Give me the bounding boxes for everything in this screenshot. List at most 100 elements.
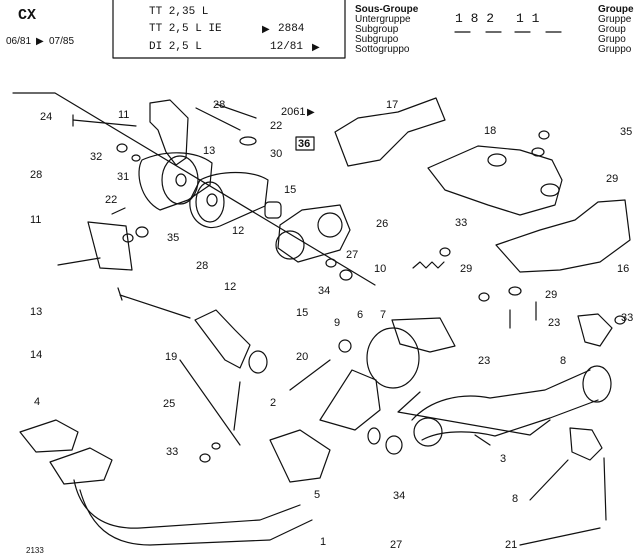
callout-31: 31 xyxy=(117,171,129,183)
callout-20: 20 xyxy=(296,351,308,363)
bolt-13b xyxy=(119,294,191,319)
subgroup-label-de: Untergruppe xyxy=(355,14,411,25)
washer-32 xyxy=(116,143,128,153)
engine-3-value: 12/81 xyxy=(270,41,304,53)
model-name: CX xyxy=(18,7,37,24)
callout-28: 28 xyxy=(30,169,42,181)
spacer-15b xyxy=(248,350,268,374)
elbow-15 xyxy=(277,204,351,263)
callout-15: 15 xyxy=(284,184,296,196)
spacer-34b xyxy=(385,435,403,455)
callout-30: 30 xyxy=(270,148,282,160)
spacer-27b xyxy=(367,427,381,445)
subgroup-code-2: 1 1 xyxy=(516,11,540,26)
callout-12: 12 xyxy=(224,281,236,293)
callout-17: 17 xyxy=(386,99,398,111)
callout-14: 14 xyxy=(30,349,42,361)
spring-10 xyxy=(412,261,445,269)
callout-2: 2 xyxy=(270,397,276,409)
callout-15: 15 xyxy=(296,307,308,319)
callout-16: 16 xyxy=(617,263,629,275)
callout-12: 12 xyxy=(232,225,244,237)
mount-13-body xyxy=(138,152,213,211)
nut-27a xyxy=(325,258,337,268)
bracket-11 xyxy=(149,99,189,166)
box-label: 36 xyxy=(298,138,311,150)
callout-28: 28 xyxy=(196,260,208,272)
ref-number: 2061 xyxy=(281,106,306,118)
callout-34: 34 xyxy=(318,285,330,297)
callout-6: 6 xyxy=(357,309,363,321)
box-36-frame xyxy=(295,136,315,151)
arrow-icon: ▶ xyxy=(312,42,320,53)
clamp-6 xyxy=(366,327,420,389)
bolt-21 xyxy=(603,457,607,521)
callout-27: 27 xyxy=(346,249,358,261)
flange-4b xyxy=(49,447,113,485)
callout-29: 29 xyxy=(545,289,557,301)
callout-19: 19 xyxy=(165,351,177,363)
callout-7: 7 xyxy=(380,309,386,321)
washer-29a xyxy=(531,147,545,157)
stud-28 xyxy=(195,107,241,131)
group-label-en: Group xyxy=(598,24,626,35)
pipe-3-end xyxy=(582,365,612,403)
washer-29b xyxy=(508,286,522,296)
nut-34a xyxy=(339,269,353,281)
mount-13-face xyxy=(161,155,199,205)
arrow-icon: ▶ xyxy=(262,24,270,35)
ref-arrow-icon: ▶ xyxy=(307,107,315,118)
pipe-3-upper xyxy=(411,369,591,421)
callout-27: 27 xyxy=(390,539,402,551)
group-label-es: Grupo xyxy=(598,34,626,45)
callout-21: 21 xyxy=(505,539,517,551)
mount-12-body xyxy=(189,171,269,229)
callout-33: 33 xyxy=(455,217,467,229)
clamp-8b xyxy=(569,427,603,461)
callout-18: 18 xyxy=(484,125,496,137)
callout-11: 11 xyxy=(30,214,41,226)
period-end: 07/85 xyxy=(49,36,75,47)
callout-1: 1 xyxy=(320,536,326,548)
washer-30 xyxy=(239,136,257,146)
flange-5 xyxy=(269,429,331,483)
group-label-de: Gruppe xyxy=(598,14,632,25)
callout-22: 22 xyxy=(270,120,282,132)
callout-24: 24 xyxy=(40,111,52,123)
nut-35b xyxy=(538,130,550,140)
stud-25 xyxy=(233,381,241,431)
nut-35a xyxy=(135,226,149,238)
pipe-3-lower xyxy=(421,399,599,441)
callout-23: 23 xyxy=(548,317,560,329)
clamp-8a xyxy=(577,313,613,347)
stud-28b xyxy=(57,257,101,266)
shield-16 xyxy=(495,199,631,273)
callout-23: 23 xyxy=(478,355,490,367)
bolt-20 xyxy=(289,359,331,391)
nut-9 xyxy=(338,339,352,353)
subgroup-label-it: Sottogruppo xyxy=(355,44,410,55)
callout-26: 26 xyxy=(376,218,388,230)
shield-18 xyxy=(427,145,563,216)
header-box xyxy=(112,0,346,59)
shield-17 xyxy=(334,97,446,167)
callout-32: 32 xyxy=(90,151,102,163)
nut-33c xyxy=(614,315,626,325)
callout-28: 28 xyxy=(213,99,225,111)
callout-3: 3 xyxy=(500,453,506,465)
spacer xyxy=(264,201,282,219)
bolt-24 xyxy=(72,119,137,127)
bolt-22b xyxy=(111,207,126,215)
callout-33: 33 xyxy=(166,446,178,458)
callout-33: 33 xyxy=(621,312,633,324)
bracket-11b xyxy=(87,221,133,271)
subgroup-label-fr: Sous-Groupe xyxy=(355,4,419,15)
bracket-12b xyxy=(194,309,251,369)
subgroup-code-1: 1 8 2 xyxy=(455,11,495,26)
callout-34: 34 xyxy=(393,490,405,502)
inset-boundary xyxy=(12,92,376,286)
engine-3: DI 2,5 L xyxy=(149,41,202,53)
pipe-2 xyxy=(319,369,381,431)
period-start: 06/81 xyxy=(6,36,32,47)
